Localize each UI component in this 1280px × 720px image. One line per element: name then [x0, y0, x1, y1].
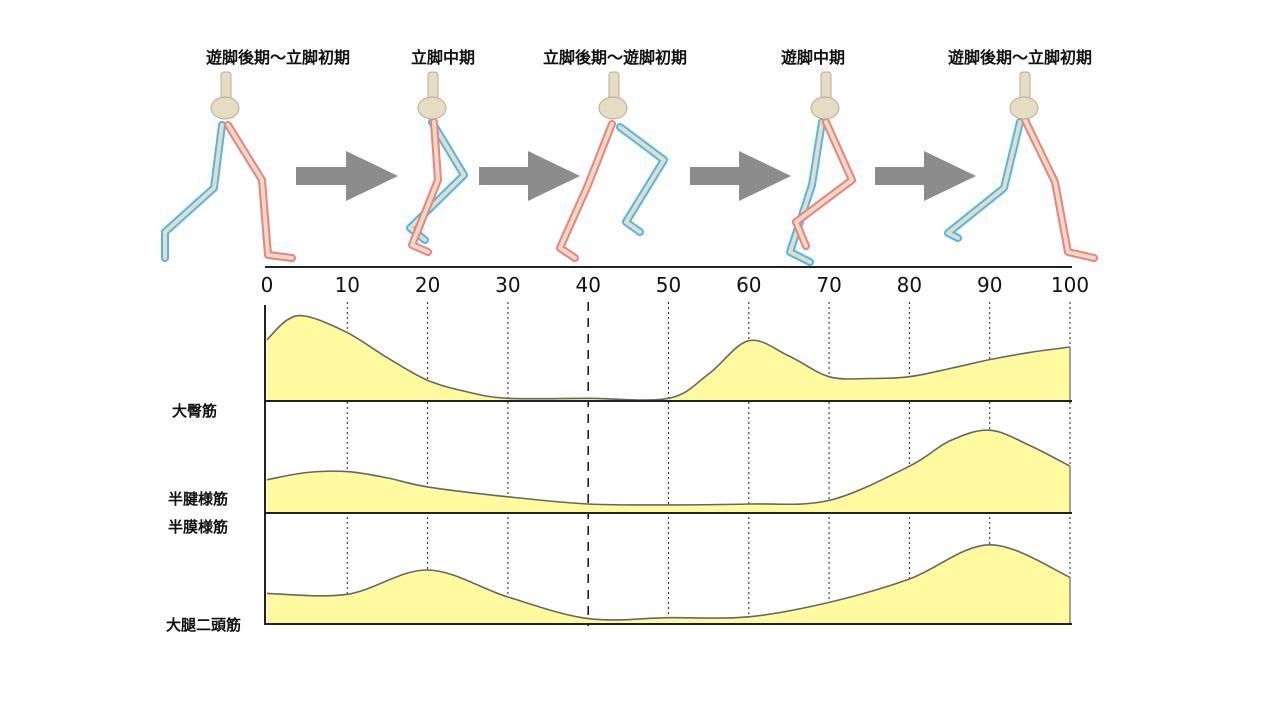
stance-leg-bone	[226, 123, 294, 260]
x-tick-label: 40	[575, 273, 600, 297]
x-tick-label: 90	[977, 273, 1002, 297]
phase-label-1: 遊脚後期〜立脚初期	[205, 48, 351, 67]
pelvis	[210, 96, 240, 120]
muscle-label-biceps-femoris: 大腿二頭筋	[166, 616, 242, 634]
swing-leg-bone	[163, 123, 224, 260]
phase-label-5: 遊脚後期〜立脚初期	[947, 48, 1093, 67]
arrow-right-icon	[875, 151, 976, 201]
x-tick-label: 50	[656, 273, 681, 297]
spine	[820, 71, 832, 101]
pelvis	[417, 96, 447, 120]
phase-label-3: 立脚後期〜遊脚初期	[542, 48, 688, 67]
arrow-right-icon	[690, 151, 791, 201]
x-tick-label: 10	[335, 273, 360, 297]
spine	[427, 71, 439, 101]
spine	[220, 71, 232, 101]
arrow-right-icon	[296, 151, 398, 201]
pelvis	[810, 96, 840, 120]
phase-label-2: 立脚中期	[410, 48, 476, 67]
x-tick-label: 80	[897, 273, 922, 297]
phase-label-4: 遊脚中期	[780, 48, 846, 67]
stance-leg-bone-outline	[224, 121, 296, 262]
activity-area-0	[267, 315, 1070, 401]
x-tick-label: 60	[736, 273, 761, 297]
x-tick-label: 100	[1051, 273, 1089, 297]
activity-line-1	[266, 429, 1071, 506]
x-tick-label: 30	[495, 273, 520, 297]
stance-leg-bone	[558, 122, 614, 260]
swing-leg-bone	[946, 120, 1022, 240]
pelvis	[598, 96, 628, 120]
swing-leg-bone	[618, 125, 666, 234]
arrow-right-icon	[479, 151, 580, 201]
spine	[608, 71, 620, 101]
stance-leg-bone	[410, 120, 440, 254]
stance-leg-bone	[1023, 118, 1096, 260]
pelvis	[1009, 96, 1039, 120]
muscle-label-semimembranosus: 半膜様筋	[168, 518, 229, 536]
activity-area-2	[267, 544, 1070, 624]
activity-line-0	[266, 314, 1071, 401]
stance-leg-bone	[794, 120, 854, 248]
muscle-label-semitendinosus: 半腱様筋	[168, 490, 229, 508]
x-tick-label: 70	[816, 273, 841, 297]
muscle-label-gluteus: 大臀筋	[172, 402, 218, 420]
swing-leg-bone-outline	[161, 121, 226, 262]
x-tick-label: 0	[261, 273, 274, 297]
x-tick-label: 20	[415, 273, 440, 297]
activity-line-2	[266, 543, 1071, 621]
spine	[1019, 71, 1031, 101]
